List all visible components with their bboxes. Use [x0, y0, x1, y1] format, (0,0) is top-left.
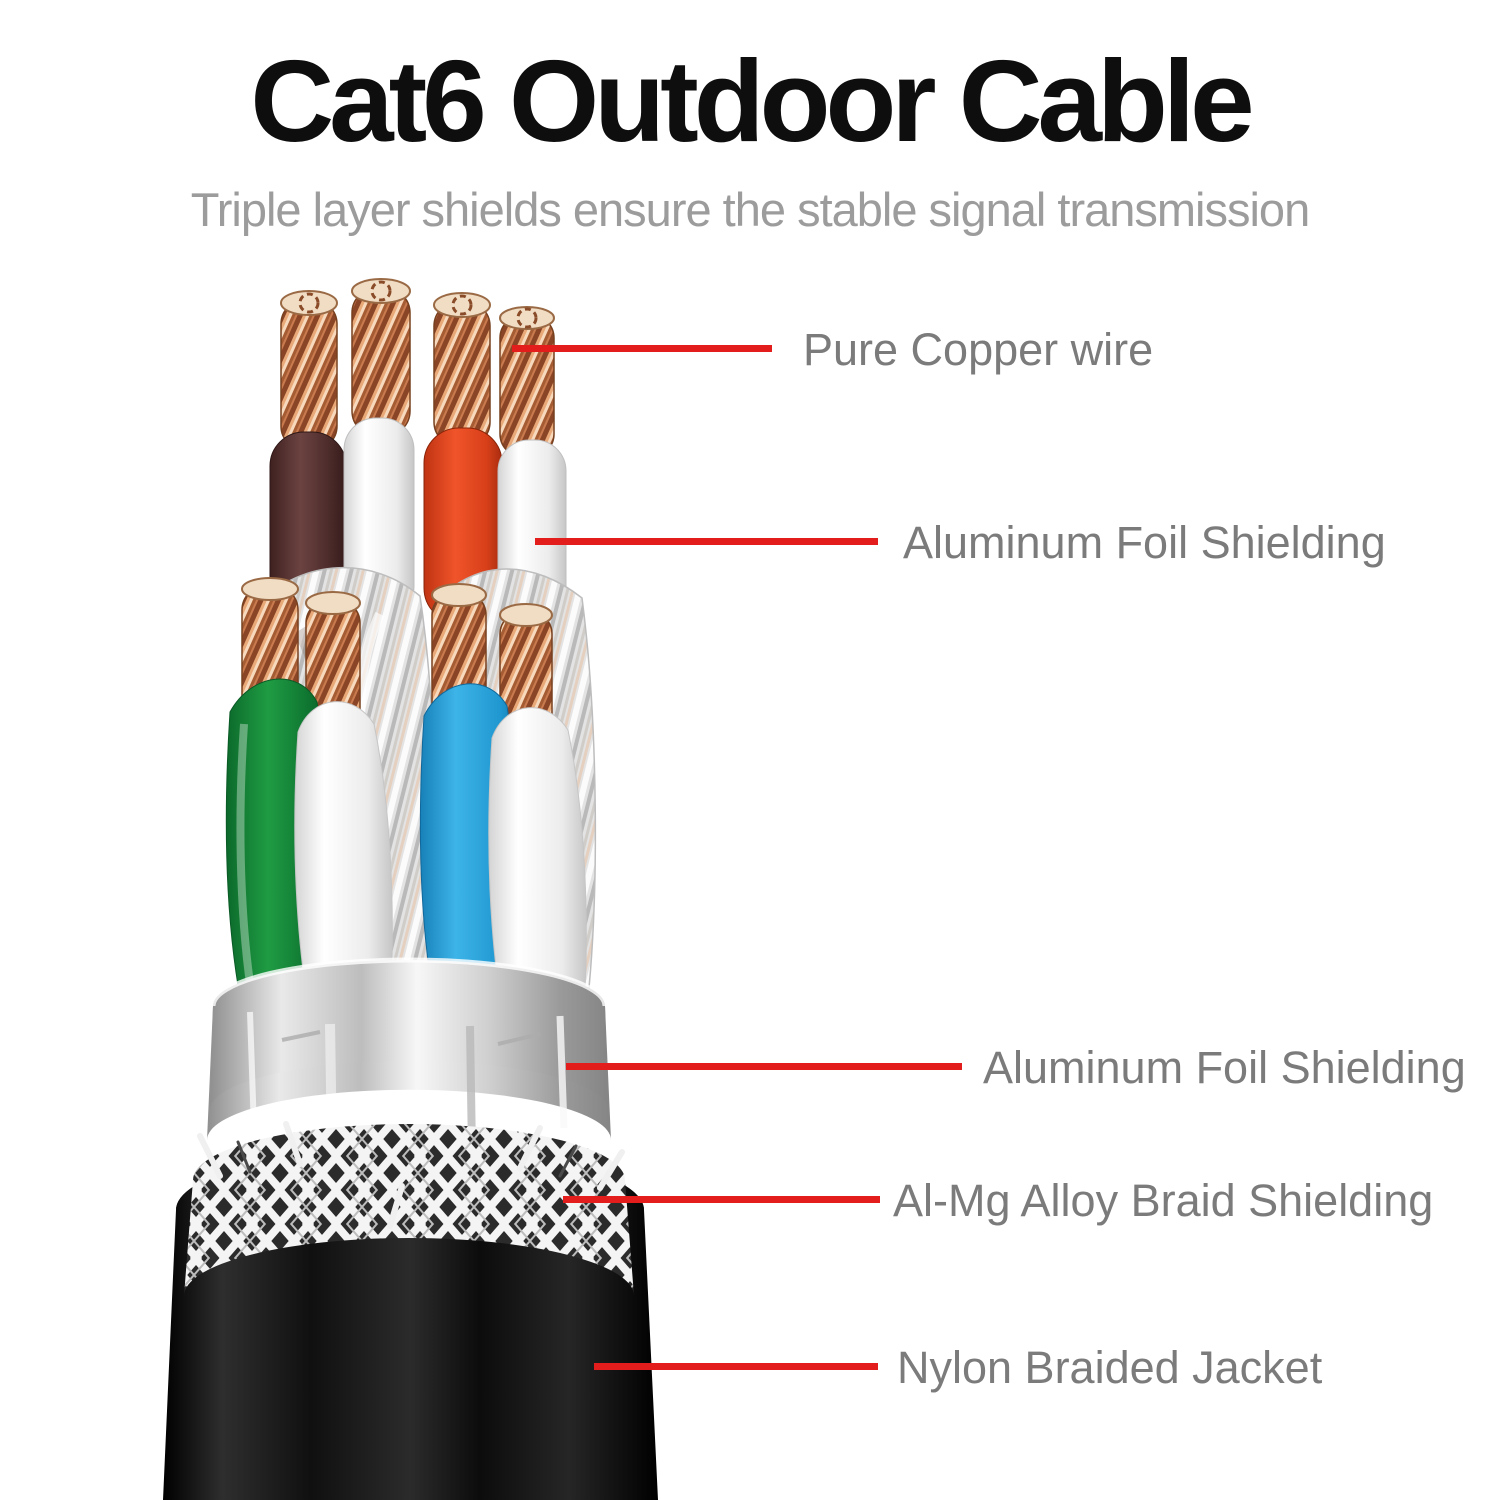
leader-line-foil-lower — [566, 1063, 962, 1070]
leader-line-braid — [563, 1196, 880, 1203]
copper-wire-tip — [433, 301, 491, 447]
leader-line-jacket — [594, 1363, 878, 1370]
leader-line-foil-upper — [535, 538, 878, 545]
braid-shield — [184, 1121, 634, 1296]
outer-foil-shield-front — [210, 957, 608, 1153]
callout-label-pure-copper: Pure Copper wire — [803, 324, 1154, 375]
copper-wire-tip — [499, 314, 555, 458]
callout-label-foil-upper: Aluminum Foil Shielding — [903, 517, 1386, 568]
pair-blue-white — [419, 583, 587, 1059]
page-subtitle: Triple layer shields ensure the stable s… — [190, 183, 1310, 236]
callout-label-foil-lower: Aluminum Foil Shielding — [983, 1042, 1466, 1093]
page-title: Cat6 Outdoor Cable — [250, 36, 1254, 166]
leader-line-pure-copper — [512, 345, 772, 352]
copper-wire-tip — [351, 287, 411, 437]
copper-wire-tip — [280, 299, 338, 451]
callout-label-braid: Al-Mg Alloy Braid Shielding — [893, 1175, 1434, 1226]
pair-brown-white — [269, 278, 415, 619]
callout-label-jacket: Nylon Braided Jacket — [897, 1342, 1323, 1393]
